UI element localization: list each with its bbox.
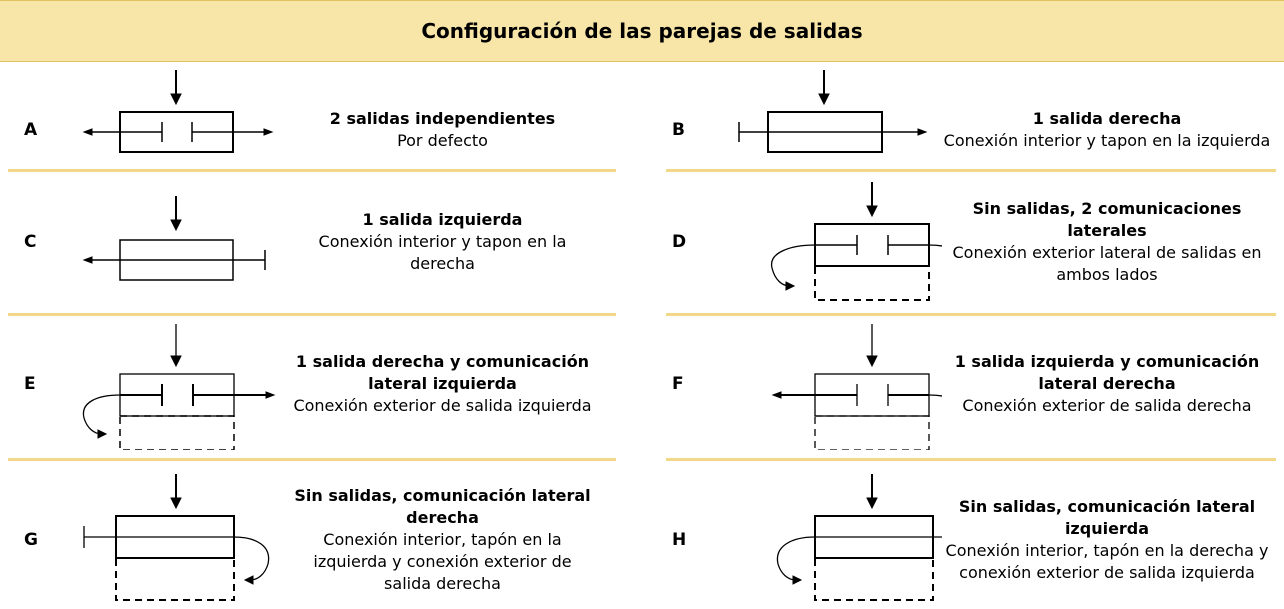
diagram-e [82, 324, 276, 450]
diagram-a [82, 70, 274, 153]
option-text: 1 salida derecha y comunicación lateral … [290, 351, 595, 417]
page-title: Configuración de las parejas de salidas [421, 19, 863, 43]
option-title: Sin salidas, comunicación lateral derech… [294, 485, 591, 527]
option-letter: B [672, 120, 685, 140]
row-divider [666, 313, 1276, 316]
option-title: 1 salida derecha y comunicación lateral … [295, 352, 590, 393]
option-text: 2 salidas independientes Por defecto [290, 108, 595, 152]
option-b: B 1 salida derecha Conexión interior y t… [642, 64, 1284, 196]
option-description: Conexión interior, tapón en la izquierda… [313, 529, 572, 593]
option-letter: C [24, 232, 37, 252]
option-a: A 2 salidas independientes Por defecto [0, 64, 642, 196]
diagram-h [776, 474, 942, 601]
option-title: 2 salidas independientes [329, 109, 556, 128]
option-description: Conexión exterior de salida derecha [962, 396, 1252, 415]
row-divider [8, 169, 616, 172]
option-description: Conexión exterior de salida izquierda [293, 396, 592, 415]
option-text: 1 salida derecha Conexión interior y tap… [942, 108, 1272, 152]
option-letter: E [24, 374, 36, 394]
option-description: Por defecto [397, 131, 488, 150]
option-h: H Sin salidas, comunicación lateral izqu… [642, 470, 1284, 609]
option-title: 1 salida izquierda y comunicación latera… [954, 352, 1260, 393]
row-divider [666, 458, 1276, 461]
option-letter: H [672, 529, 687, 550]
header-bar: Configuración de las parejas de salidas [0, 0, 1284, 62]
option-letter: A [24, 120, 38, 140]
option-text: 1 salida izquierda Conexión interior y t… [290, 209, 595, 275]
option-description: Conexión interior y tapon en la izquierd… [943, 131, 1271, 150]
row-divider [8, 458, 616, 461]
option-text: Sin salidas, comunicación lateral izquie… [942, 496, 1272, 584]
option-d: D Sin salidas, 2 comunicaciones laterale… [642, 176, 1284, 308]
row-divider [8, 313, 616, 316]
diagram-d [771, 182, 942, 301]
option-description: Conexión interior y tapon en la derecha [318, 232, 567, 273]
row-divider [666, 169, 1276, 172]
option-title: Sin salidas, comunicación lateral izquie… [958, 496, 1256, 538]
option-f: F 1 salida izquierda y comunicación late… [642, 318, 1284, 450]
option-title: 1 salida izquierda [362, 210, 523, 229]
option-description: Conexión interior, tapón en la derecha y… [945, 540, 1269, 582]
option-letter: F [672, 374, 684, 394]
option-text: Sin salidas, comunicación lateral derech… [290, 485, 595, 595]
option-e: E 1 salida derecha y comunicación latera… [0, 318, 642, 450]
diagram-f [771, 324, 942, 450]
option-text: 1 salida izquierda y comunicación latera… [942, 351, 1272, 417]
option-description: Conexión exterior lateral de salidas en … [952, 243, 1262, 284]
option-text: Sin salidas, 2 comunicaciones laterales … [942, 198, 1272, 286]
diagram-c [82, 196, 266, 281]
diagram-g [83, 474, 270, 601]
diagram-b [738, 70, 928, 153]
option-c: C 1 salida izquierda Conexión interior y… [0, 176, 642, 308]
option-letter: D [672, 232, 687, 252]
option-g: G Sin salidas, comunicación lateral dere… [0, 470, 642, 609]
option-title: 1 salida derecha [1032, 109, 1182, 128]
option-letter: G [24, 529, 38, 550]
option-title: Sin salidas, 2 comunicaciones laterales [972, 199, 1242, 240]
